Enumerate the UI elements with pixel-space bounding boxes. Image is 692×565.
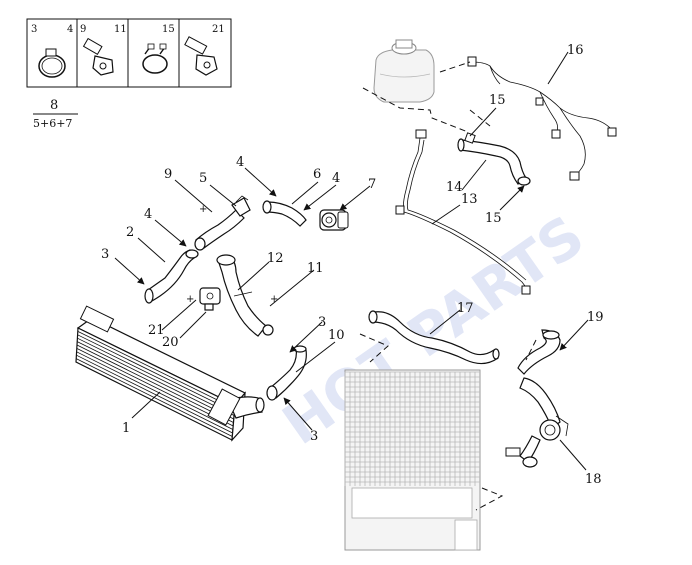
callout-10: 10 bbox=[328, 328, 345, 343]
hose-clamp-icon bbox=[38, 48, 66, 78]
callout-13: 13 bbox=[461, 192, 478, 207]
callout-4-left: 4 bbox=[144, 207, 152, 222]
spring-clamp-icon bbox=[142, 43, 168, 74]
legend-cell-2-left: 9 bbox=[80, 24, 86, 35]
callout-12: 12 bbox=[267, 251, 284, 266]
coolant-line-13 bbox=[395, 129, 531, 295]
sensor-20 bbox=[199, 287, 221, 311]
callout-14: 14 bbox=[446, 180, 463, 195]
intercooler bbox=[75, 305, 265, 442]
callout-6: 6 bbox=[313, 167, 321, 182]
bolt-icon bbox=[82, 37, 114, 76]
hose-17 bbox=[368, 310, 500, 365]
hose-19 bbox=[517, 329, 561, 375]
intake-pipe-12 bbox=[216, 254, 274, 337]
callout-17: 17 bbox=[457, 301, 474, 316]
hose-14 bbox=[457, 132, 531, 186]
callout-15-top: 15 bbox=[489, 93, 506, 108]
callout-4-top: 4 bbox=[236, 155, 244, 170]
callout-18: 18 bbox=[585, 472, 602, 487]
callout-5: 5 bbox=[199, 171, 207, 186]
expansion-tank bbox=[373, 39, 435, 103]
svg-text:+: + bbox=[186, 294, 194, 305]
callout-2: 2 bbox=[126, 225, 134, 240]
callout-15-bottom: 15 bbox=[485, 211, 502, 226]
hose-2 bbox=[144, 249, 199, 304]
wiring-harness-16 bbox=[467, 56, 617, 181]
thermostat-housing-18 bbox=[505, 377, 569, 468]
kit-label-top: 8 bbox=[50, 98, 58, 113]
callout-16: 16 bbox=[567, 43, 584, 58]
alignment-lines bbox=[359, 61, 537, 511]
leader-lines bbox=[114, 51, 589, 471]
legend-box: 3 4 9 11 15 21 bbox=[26, 18, 232, 88]
legend-cell-3-right: 15 bbox=[162, 24, 175, 35]
legend-cell-1-right: 4 bbox=[67, 24, 73, 35]
callout-19: 19 bbox=[587, 310, 604, 325]
callout-7: 7 bbox=[368, 177, 376, 192]
throttle-body bbox=[319, 209, 349, 231]
callout-9: 9 bbox=[164, 167, 172, 182]
callout-3-left: 3 bbox=[101, 247, 109, 262]
bolt-markers: + + + bbox=[186, 204, 278, 305]
callout-4-right: 4 bbox=[332, 171, 340, 186]
legend-cell-4-right: 21 bbox=[212, 24, 225, 35]
callout-20: 20 bbox=[162, 335, 179, 350]
callout-1: 1 bbox=[122, 421, 130, 436]
svg-text:+: + bbox=[199, 204, 207, 215]
callout-3-bottom: 3 bbox=[310, 429, 318, 444]
hose-6 bbox=[262, 200, 307, 227]
callouts: 1 2 3 3 3 4 4 4 5 6 7 9 10 11 12 13 14 1… bbox=[101, 43, 604, 487]
callout-11: 11 bbox=[307, 261, 324, 276]
legend-cell-2-right: 11 bbox=[114, 24, 127, 35]
callout-21: 21 bbox=[148, 323, 165, 338]
turbo-inlet-pipe bbox=[194, 195, 251, 251]
flange-bolt-icon bbox=[184, 36, 218, 76]
kit-label: 8 5+6+7 bbox=[33, 98, 78, 130]
radiator bbox=[344, 369, 481, 551]
kit-label-bottom: 5+6+7 bbox=[33, 117, 72, 130]
legend-cell-1-left: 3 bbox=[31, 24, 37, 35]
callout-3-mid: 3 bbox=[318, 315, 326, 330]
svg-text:+: + bbox=[270, 294, 278, 305]
